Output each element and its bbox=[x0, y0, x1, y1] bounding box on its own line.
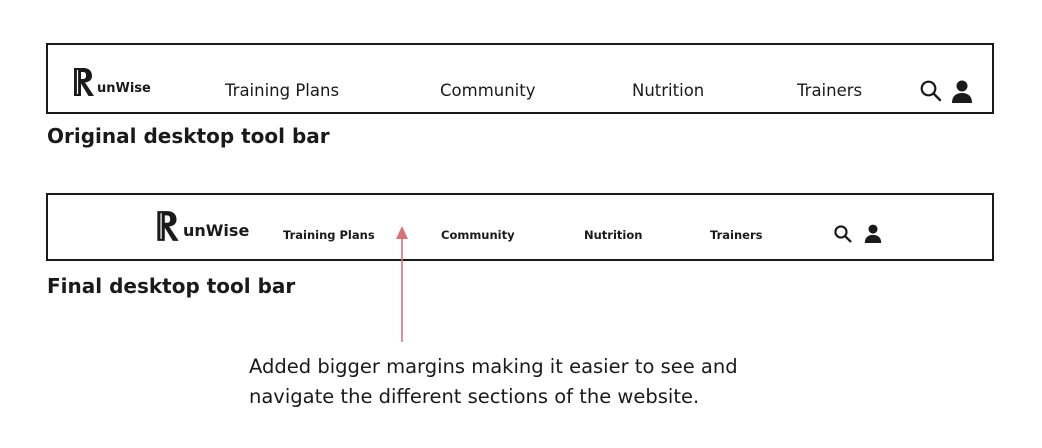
logo[interactable]: unWise bbox=[73, 67, 151, 97]
search-icon[interactable] bbox=[834, 225, 852, 243]
nav-community[interactable]: Community bbox=[441, 228, 515, 242]
runwise-logo-icon bbox=[74, 68, 94, 96]
annotation-line-2: navigate the different sections of the w… bbox=[249, 385, 700, 408]
annotation-line-1: Added bigger margins making it easier to… bbox=[249, 355, 738, 378]
nav-trainers[interactable]: Trainers bbox=[710, 228, 763, 242]
final-toolbar-caption: Final desktop tool bar bbox=[47, 274, 296, 298]
nav-training-plans[interactable]: Training Plans bbox=[225, 81, 340, 100]
nav-trainers[interactable]: Trainers bbox=[797, 81, 863, 100]
user-icon[interactable] bbox=[951, 80, 973, 104]
final-toolbar: unWise Training Plans Community Nutritio… bbox=[46, 193, 994, 261]
logo-text: unWise bbox=[183, 221, 250, 240]
nav-training-plans[interactable]: Training Plans bbox=[283, 228, 375, 242]
nav-nutrition[interactable]: Nutrition bbox=[632, 81, 705, 100]
annotation-text: Added bigger margins making it easier to… bbox=[249, 352, 738, 412]
nav-community[interactable]: Community bbox=[440, 81, 536, 100]
annotation-arrow-icon bbox=[396, 226, 408, 342]
logo[interactable]: unWise bbox=[156, 210, 249, 242]
nav-nutrition[interactable]: Nutrition bbox=[584, 228, 643, 242]
original-toolbar-caption: Original desktop tool bar bbox=[47, 124, 330, 148]
runwise-logo-icon bbox=[157, 211, 179, 241]
original-toolbar: unWise Training Plans Community Nutritio… bbox=[46, 43, 994, 114]
user-icon[interactable] bbox=[864, 224, 882, 244]
logo-text: unWise bbox=[97, 81, 151, 96]
search-icon[interactable] bbox=[920, 80, 942, 102]
